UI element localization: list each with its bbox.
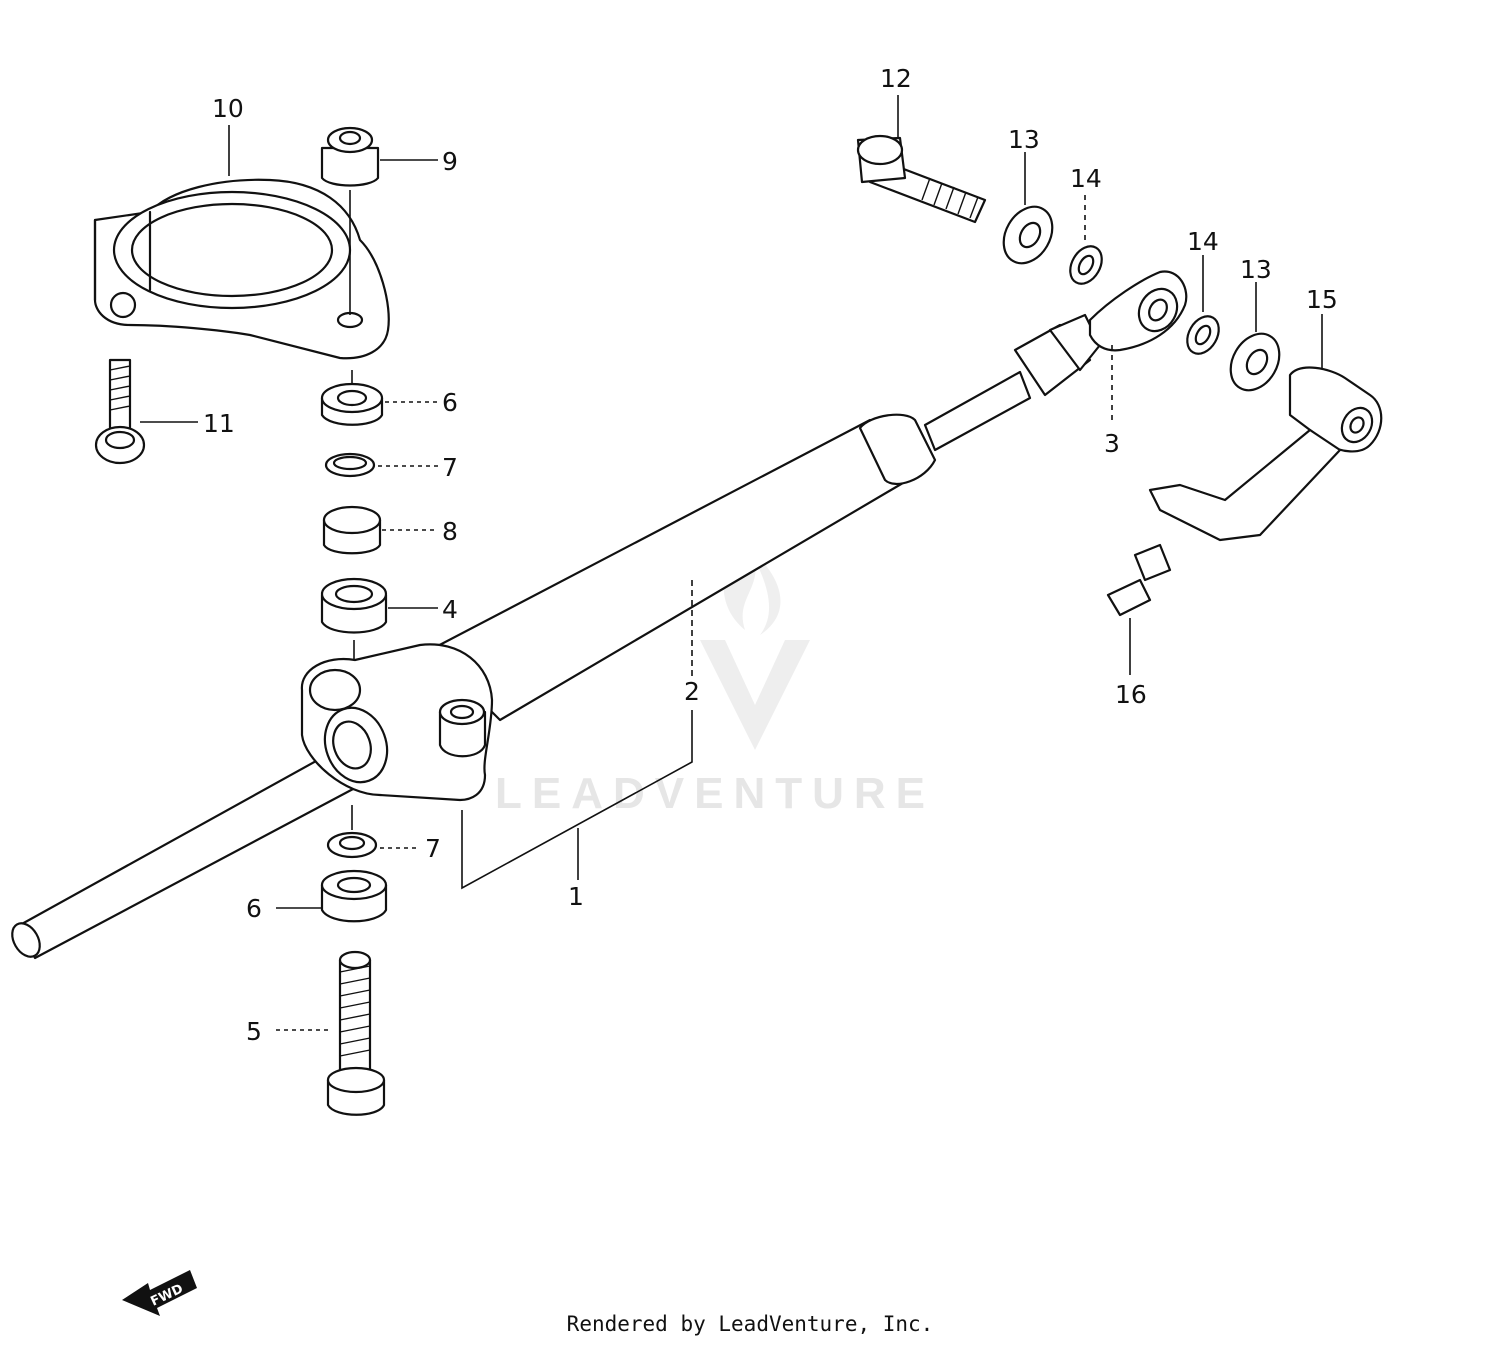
callout-1: 1	[568, 882, 584, 911]
fwd-arrow-icon: FWD	[122, 1270, 197, 1316]
part-14-washer-right	[1186, 315, 1220, 355]
part-6-washer-upper	[320, 370, 384, 426]
part-4-bushing	[320, 577, 388, 665]
part-12-bolt	[856, 134, 987, 224]
callout-5: 5	[246, 1017, 262, 1046]
callout-13-left: 13	[1008, 125, 1040, 154]
part-15-bracket-arm	[1148, 366, 1383, 542]
part-3-rod-end	[1013, 270, 1188, 397]
callout-2: 2	[684, 677, 700, 706]
watermark-text: LEADVENTURE	[495, 769, 935, 818]
callout-7-upper: 7	[442, 453, 458, 482]
callout-12: 12	[880, 64, 912, 93]
part-8-collar	[322, 505, 382, 555]
part-5-socket-bolt	[326, 950, 386, 1116]
part-9-nut	[320, 126, 380, 315]
callout-7-lower: 7	[425, 834, 441, 863]
callout-labels: 1 2 3 4 5 6 6 7 7 8 9 10 11 12 13 13 14 …	[203, 64, 1338, 1046]
callout-14-right: 14	[1187, 227, 1219, 256]
callout-6-lower: 6	[246, 894, 262, 923]
callout-10: 10	[212, 94, 244, 123]
callout-3: 3	[1104, 429, 1120, 458]
part-11-bolt	[94, 358, 146, 465]
callout-8: 8	[442, 517, 458, 546]
part-2-damper-body	[11, 370, 1032, 960]
callout-9: 9	[442, 147, 458, 176]
part-13-spacer-left	[1002, 205, 1054, 265]
part-14-washer-left	[1069, 245, 1103, 285]
callout-16: 16	[1115, 680, 1147, 709]
part-6-washer-lower	[320, 869, 388, 923]
callout-13-right: 13	[1240, 255, 1272, 284]
callout-11: 11	[203, 409, 235, 438]
callout-14-left: 14	[1070, 164, 1102, 193]
part-7-washer-lower	[326, 805, 378, 859]
callout-15: 15	[1306, 285, 1338, 314]
part-10-clamp-bracket	[93, 178, 390, 360]
footer-credit: Rendered by LeadVenture, Inc.	[566, 1312, 934, 1336]
leader-lines	[140, 95, 1323, 1031]
watermark: LEADVENTURE	[495, 540, 935, 818]
callout-6-upper: 6	[442, 388, 458, 417]
part-16-bolt	[1106, 543, 1172, 617]
part-13-spacer-right	[1229, 332, 1281, 392]
callout-4: 4	[442, 595, 458, 624]
part-7-washer-upper	[324, 452, 376, 478]
